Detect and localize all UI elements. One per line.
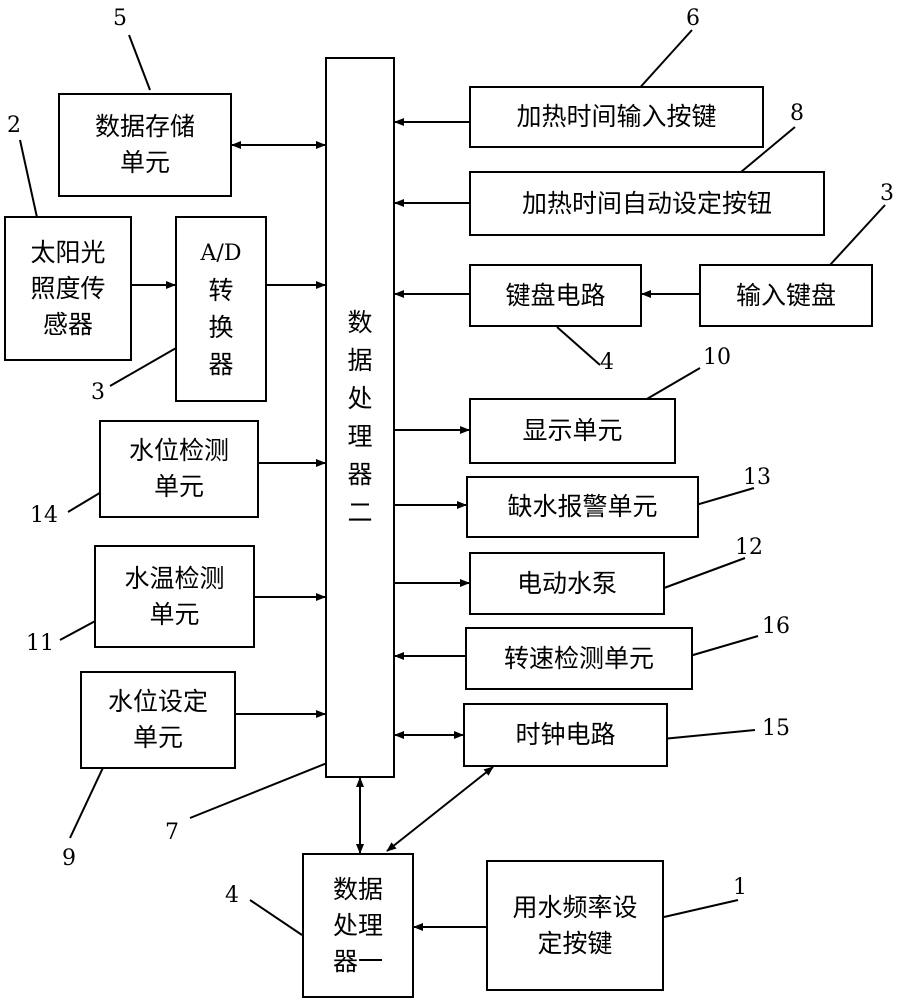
leader-8 [740,126,796,173]
ref-number-1: 1 [733,875,747,900]
ad-converter-label-a: A/D [200,240,242,266]
water-usage-frequency-setting-key-label: 用水频率设定按键 [512,892,638,958]
leader-12 [663,557,746,589]
water-level-setting-unit-label: 水位设定单元 [107,687,208,752]
ref-number-13: 13 [743,465,771,490]
solar-illuminance-sensor-label: 太阳光照度传感器 [30,237,106,339]
leader-4-proc1 [249,899,303,936]
data-storage-unit-label: 数据存储单元 [94,112,195,177]
electric-water-pump-label: 电动水泵 [516,568,617,598]
water-shortage-alarm-unit-label: 缺水报警单元 [507,492,658,521]
data-processor-1: 数据处理器一 [302,853,414,998]
heating-time-input-key-label: 加热时间输入按键 [516,102,717,131]
data-processor-1-label: 数据处理器一 [332,874,383,976]
water-level-detection-unit: 水位检测单元 [99,420,259,518]
display-unit-label: 显示单元 [522,416,623,445]
leader-1 [663,899,739,918]
heating-time-auto-set-button: 加热时间自动设定按钮 [469,171,825,236]
arrow-clock-proc1 [386,766,494,852]
ref-number-4-kc: 4 [600,350,614,375]
ref-number-16: 16 [762,614,790,639]
clock-circuit-label: 时钟电路 [515,720,616,749]
water-temperature-detection-unit-label: 水温检测单元 [124,563,225,629]
ref-number-5: 5 [113,6,127,31]
leader-5 [128,34,151,91]
data-processor-2-label: 数据处理器二 [347,307,373,527]
heating-time-input-key: 加热时间输入按键 [469,86,764,148]
rotation-speed-detection-unit-label: 转速检测单元 [503,643,654,673]
display-unit: 显示单元 [469,398,676,464]
ref-number-4-proc1: 4 [225,883,239,908]
keyboard-circuit-label: 键盘电路 [505,280,606,310]
clock-circuit: 时钟电路 [463,703,668,767]
ad-converter-label-b: 转换器 [208,275,234,379]
ref-number-6: 6 [686,6,700,31]
data-storage-unit: 数据存储单元 [58,93,232,197]
rotation-speed-detection-unit: 转速检测单元 [465,627,693,690]
water-temperature-detection-unit: 水温检测单元 [94,545,255,648]
ref-number-2: 2 [7,113,21,138]
leader-6 [635,29,693,93]
keyboard-circuit: 键盘电路 [469,264,642,327]
water-level-detection-unit-label: 水位检测单元 [128,436,229,501]
water-usage-frequency-setting-key: 用水频率设定按键 [486,860,664,991]
ref-number-11: 11 [26,631,54,656]
electric-water-pump: 电动水泵 [469,552,665,615]
leader-9 [69,756,109,839]
ref-number-3-ad: 3 [91,380,105,405]
leader-10 [639,367,701,404]
input-keyboard-label: 输入键盘 [735,280,836,310]
leader-4-kc [556,326,601,366]
ad-converter: A/D 转换器 [175,216,267,402]
ref-number-3-kb: 3 [880,181,894,206]
ref-number-15: 15 [762,716,790,741]
ref-number-8: 8 [790,101,804,126]
ref-number-9: 9 [62,846,76,871]
solar-illuminance-sensor: 太阳光照度传感器 [4,216,132,361]
ref-number-12: 12 [735,535,763,560]
input-keyboard: 输入键盘 [699,264,873,327]
leader-3-kb [829,204,886,266]
ref-number-14: 14 [30,503,58,528]
leader-15 [651,729,756,741]
ref-number-10: 10 [703,345,731,370]
data-processor-2: 数据处理器二 [325,57,395,778]
water-level-setting-unit: 水位设定单元 [80,671,236,769]
water-shortage-alarm-unit: 缺水报警单元 [466,476,699,538]
heating-time-auto-set-button-label: 加热时间自动设定按钮 [521,188,772,218]
ref-number-7: 7 [165,820,179,845]
leader-2 [19,139,39,223]
